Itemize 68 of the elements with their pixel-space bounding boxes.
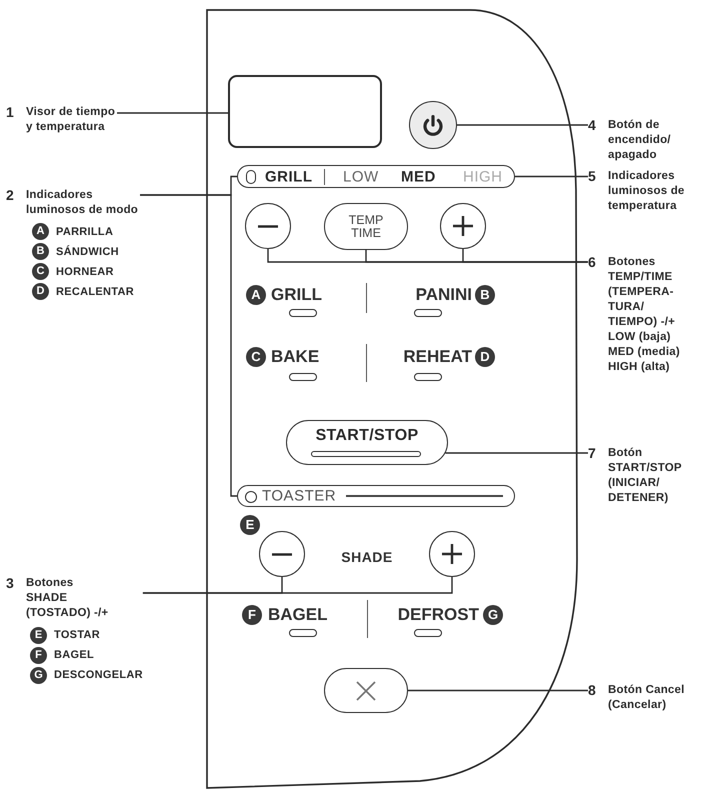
callout-number: 7 — [588, 446, 597, 460]
callout-number: 2 — [6, 188, 15, 202]
callout-letter: B — [32, 243, 49, 260]
callout-letter: D — [475, 347, 495, 367]
temperature-label: HIGH — [463, 168, 502, 185]
callout-letter: B — [475, 285, 495, 305]
item-label: TOSTAR — [54, 629, 100, 641]
callout-letter: A — [32, 223, 49, 240]
leader-line — [457, 124, 588, 126]
callout-text: Botón Cancel (Cancelar) — [608, 683, 686, 713]
item-label: RECALENTAR — [56, 286, 134, 298]
temperature-label: MED — [401, 168, 436, 185]
leader-line — [140, 194, 237, 497]
indicator-panel — [237, 485, 515, 507]
callout-text: Visor de tiempo y temperatura — [26, 105, 116, 135]
callout-letter: C — [246, 347, 266, 367]
cancel-button — [324, 668, 408, 713]
power-button — [409, 101, 457, 149]
callout-number: 1 — [6, 105, 15, 120]
mode-label: REHEAT — [403, 347, 472, 367]
callout-number: 3 — [6, 576, 15, 591]
callout-number: 6 — [588, 254, 597, 270]
callout-text: Botones SHADE (TOSTADO) -/+ — [26, 576, 110, 621]
leader-line — [445, 452, 588, 454]
callout-text: Indicadores luminosos de modo — [26, 188, 140, 218]
callout-letter: A — [246, 285, 266, 305]
item-label: BAGEL — [54, 649, 94, 661]
callout-letter: E — [30, 626, 47, 644]
button-label: SHADE — [341, 549, 393, 565]
indicator-panel — [237, 165, 515, 188]
temp-time-button: TEMP TIME — [324, 203, 408, 250]
display-screen — [228, 75, 382, 148]
mode-label: TOASTER — [262, 488, 336, 504]
mode-label: GRILL — [265, 168, 312, 185]
callout-number: 5 — [588, 169, 597, 184]
callout-text: Botones TEMP/TIME (TEMPERA- TURA/ TIEMPO) -/+ LOW (baja) MED (media) HIGH (alta) — [608, 254, 681, 374]
callout-text: Botón START/STOP (INICIAR/ DETENER) — [608, 446, 683, 506]
minus-button — [245, 203, 291, 249]
mode-label: DEFROST — [398, 605, 479, 625]
plus-button — [440, 203, 486, 249]
callout-letter: F — [30, 646, 47, 664]
leader-line — [117, 112, 228, 114]
mode-label: GRILL — [271, 285, 322, 305]
leader-line — [462, 249, 588, 263]
callout-letter: C — [32, 263, 49, 280]
item-label: PARRILLA — [56, 226, 114, 238]
mode-label: PANINI — [416, 285, 472, 305]
plus-button — [429, 531, 475, 577]
callout-text: Botón de encendido/ apagado — [608, 118, 672, 162]
callout-letter: F — [242, 605, 262, 625]
mode-label: BAKE — [271, 347, 320, 367]
callout-letter: E — [240, 515, 260, 535]
leader-line — [515, 176, 588, 178]
temperature-label: LOW — [343, 168, 379, 185]
start-stop-button: START/STOP — [286, 420, 448, 465]
item-label: HORNEAR — [56, 266, 114, 278]
callout-letter: G — [483, 605, 503, 625]
callout-letter: D — [32, 283, 49, 300]
mode-label: BAGEL — [268, 605, 328, 625]
minus-button — [259, 531, 305, 577]
leader-line — [408, 690, 588, 692]
callout-number: 8 — [588, 683, 597, 698]
callout-text: Indicadores luminosos de temperatura — [608, 169, 686, 214]
item-label: SÁNDWICH — [56, 246, 119, 258]
callout-letter: G — [30, 666, 47, 684]
callout-number: 4 — [588, 118, 597, 132]
leader-line — [142, 577, 453, 594]
item-label: DESCONGELAR — [54, 669, 143, 681]
